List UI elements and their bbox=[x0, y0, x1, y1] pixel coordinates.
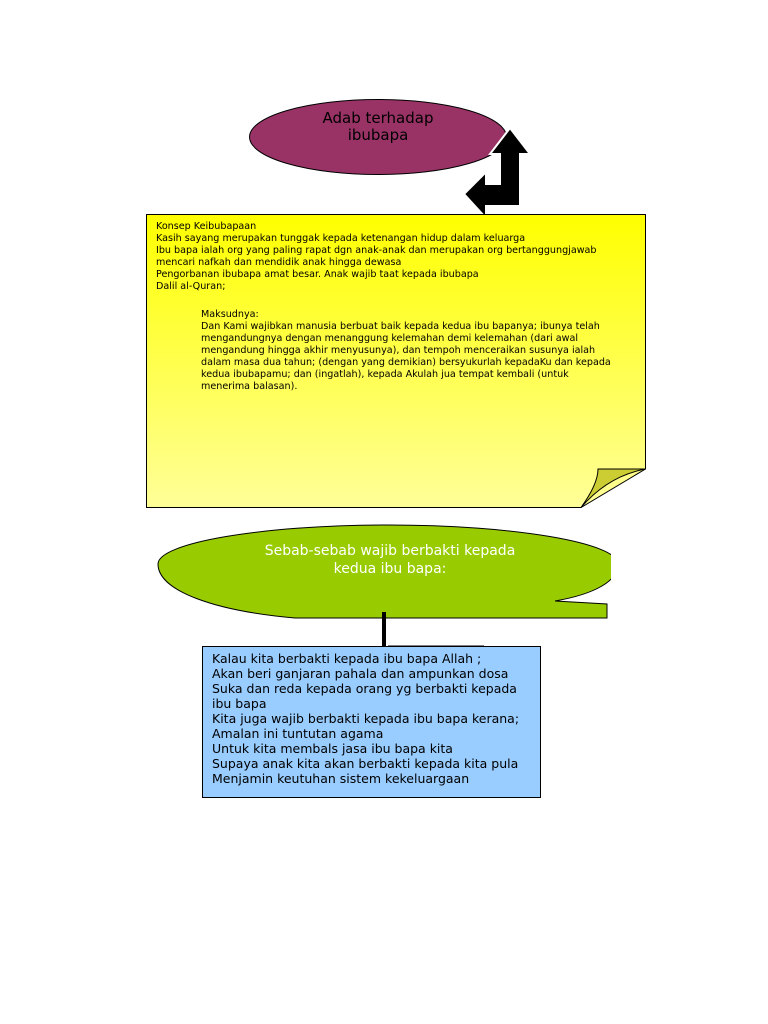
quote-line: Maksudnya: bbox=[201, 309, 259, 320]
quote-line: Dan Kami wajibkan manusia berbuat baik k… bbox=[201, 321, 600, 332]
reason-item: Amalan ini tuntutan agama bbox=[212, 726, 384, 741]
quote-line: mengandungnya dengan menanggung kelemaha… bbox=[201, 333, 579, 344]
reasons-header-shape bbox=[157, 524, 611, 619]
note-shape bbox=[146, 214, 646, 508]
title-label: Adab terhadap ibubapa bbox=[268, 110, 488, 144]
reason-item: Suka dan reda kepada orang yg berbakti k… bbox=[212, 681, 517, 696]
reasons-header: Sebab-sebab wajib berbakti kepada kedua … bbox=[230, 542, 550, 578]
reasons-header-line-2: kedua ibu bapa: bbox=[333, 561, 447, 577]
reasons-box bbox=[202, 646, 541, 798]
quote-line: dalam masa dua tahun; (dengan yang demik… bbox=[201, 357, 611, 368]
quran-translation: Maksudnya: Dan Kami wajibkan manusia ber… bbox=[156, 309, 642, 393]
title-line-1: Adab terhadap bbox=[322, 109, 434, 127]
reason-item: Akan beri ganjaran pahala dan ampunkan d… bbox=[212, 666, 509, 681]
bent-arrow-icon bbox=[462, 126, 533, 221]
note-line: Pengorbanan ibubapa amat besar. Anak waj… bbox=[156, 269, 479, 280]
reason-item: Supaya anak kita akan berbakti kepada ki… bbox=[212, 756, 519, 771]
reason-item: ibu bapa bbox=[212, 696, 267, 711]
note-line: Dalil al-Quran; bbox=[156, 281, 226, 292]
quote-line: menerima balasan). bbox=[201, 381, 298, 392]
title-line-2: ibubapa bbox=[347, 126, 409, 144]
reason-item: Untuk kita membals jasa ibu bapa kita bbox=[212, 741, 453, 756]
reason-item: Menjamin keutuhan sistem kekeluargaan bbox=[212, 771, 470, 786]
note-line: Kasih sayang merupakan tunggak kepada ke… bbox=[156, 233, 526, 244]
reason-item: Kalau kita berbakti kepada ibu bapa Alla… bbox=[212, 651, 482, 666]
note-line: mencari nafkah dan mendidik anak hingga … bbox=[156, 257, 402, 268]
quote-line: mengandung hingga akhir menyusunya), dan… bbox=[201, 345, 596, 356]
quote-line: kedua ibubapamu; dan (ingatlah), kepada … bbox=[201, 369, 569, 380]
note-line: Ibu bapa ialah org yang paling rapat dgn… bbox=[156, 245, 597, 256]
note-content: Konsep Keibubapaan Kasih sayang merupaka… bbox=[156, 221, 642, 393]
reasons-header-line-1: Sebab-sebab wajib berbakti kepada bbox=[264, 543, 516, 559]
reasons-list: Kalau kita berbakti kepada ibu bapa Alla… bbox=[212, 651, 538, 786]
reason-item: Kita juga wajib berbakti kepada ibu bapa… bbox=[212, 711, 520, 726]
note-line: Konsep Keibubapaan bbox=[156, 221, 257, 232]
